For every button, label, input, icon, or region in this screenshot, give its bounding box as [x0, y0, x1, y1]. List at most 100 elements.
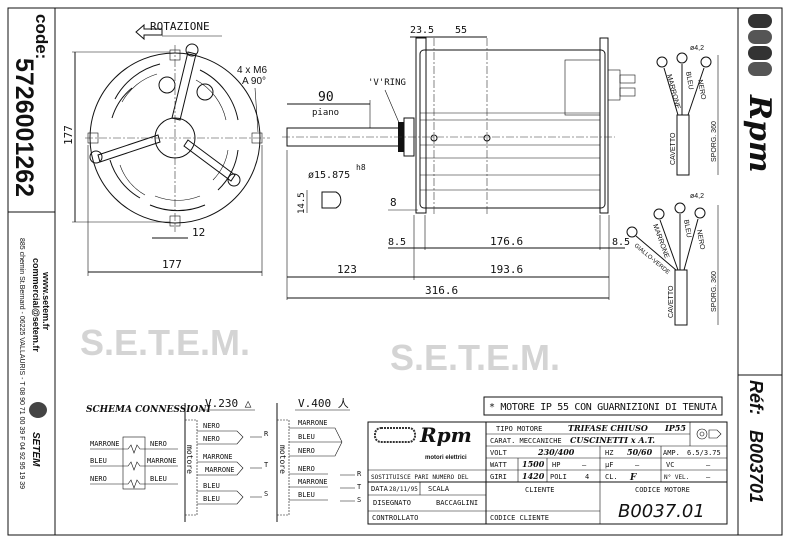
schema-wire: NERO: [150, 440, 167, 448]
dim-123: 123: [337, 263, 357, 276]
website: www.setem.fr: [41, 271, 51, 331]
title-block: Rpm motori elettrici TIPO MOTORE TRIFASE…: [367, 421, 728, 525]
target-icon: [696, 428, 722, 440]
watermarks: S.E.T.E.M. S.E.T.E.M.: [80, 322, 560, 378]
side-view: 23.5 55 90 piano 'V'RING ø15.875 h8 14.5…: [282, 25, 636, 300]
code-value: 5726001262: [10, 58, 38, 197]
setem-brand: SETEM: [30, 432, 41, 467]
schema-wire: MARRONE: [147, 457, 177, 465]
watermark-left: S.E.T.E.M.: [80, 322, 250, 363]
ip-rating: IP55: [664, 423, 686, 433]
motor-code: B0037.01: [618, 501, 705, 522]
flat-dim: 14.5: [297, 192, 307, 214]
holes-line2: A 90°: [242, 76, 266, 87]
note-box: [483, 396, 723, 416]
cl-value: F: [629, 473, 637, 483]
rotation-arrow-icon: [135, 23, 163, 41]
leads-upper: MARRONE BLEU NERO CAVETTO ø4,2 SPORG. 36…: [656, 45, 719, 176]
schema-wire: NERO: [203, 422, 220, 430]
rpm-coil-logo: [748, 14, 772, 76]
schema-wire: MARRONE: [205, 466, 235, 474]
dim-8-5-right: 8.5: [612, 237, 630, 248]
right-strip: Rpm Réf: B003701: [742, 14, 777, 503]
email: commercial@setem.fr: [31, 258, 41, 352]
giri-label: GIRI: [490, 473, 507, 481]
tipo-motore-label: TIPO MOTORE: [496, 425, 542, 433]
scala-label: SCALA: [428, 485, 450, 493]
watt-label: WATT: [490, 461, 508, 469]
watt-value: 1500: [522, 459, 545, 469]
sostituisce-label: SOSTITUISCE PARI NUMERO DEL: [371, 474, 469, 481]
schema-wire: MARRONE: [298, 478, 328, 486]
v230-motor-label: motore: [185, 445, 194, 474]
lead-length: SPORG. 360: [711, 121, 718, 162]
data-value: 28/11/95: [389, 486, 418, 493]
cliente-label: CLIENTE: [525, 486, 555, 494]
rotation-label: ROTAZIONE: [150, 20, 210, 33]
address: 885 chemin St.Bernard - 06225 VALLAURIS …: [18, 238, 25, 489]
codice-motore-label: CODICE MOTORE: [635, 486, 690, 494]
left-strip: code: 5726001262 www.setem.fr commercial…: [10, 14, 51, 489]
vc-value: —: [706, 461, 711, 469]
schema-wire: NERO: [298, 447, 315, 455]
disegnato-value: BACCAGLINI: [436, 499, 478, 507]
volt-value: 230/400: [537, 447, 575, 457]
schema-wire: BLEU: [90, 457, 107, 465]
schema-wire: NERO: [203, 435, 220, 443]
dim-55: 55: [455, 25, 467, 36]
lead-wire: BLEU: [684, 71, 694, 90]
lead-wire: NERO: [696, 79, 707, 101]
foot-dim: 12: [192, 226, 205, 239]
cable-label: CAVETTO: [670, 132, 677, 165]
schema-title: SCHEMA CONNESSIONI: [86, 405, 211, 415]
uf-label: µF: [605, 461, 613, 469]
hz-label: HZ: [605, 449, 613, 457]
uf-value: —: [635, 461, 640, 469]
dim-316-6: 316.6: [425, 284, 458, 297]
rpm-title-logo: Rpm motori elettrici: [374, 423, 472, 461]
data-label: DATA: [371, 485, 389, 493]
disegnato-label: DISEGNATO: [373, 499, 411, 507]
title-logo-sub: motori elettrici: [425, 455, 467, 461]
connection-schema: SCHEMA CONNESSIONI MARRONE BLEU NERO NER…: [86, 397, 362, 522]
schema-wire: BLEU: [203, 495, 220, 503]
lead-length: SPORG. 360: [711, 271, 718, 312]
amp-label: AMP.: [663, 449, 680, 457]
height-dim: 177: [62, 125, 75, 145]
schema-wire: MARRONE: [203, 453, 233, 461]
note-text: * MOTORE IP 55 CON GUARNIZIONI DI TENUTA: [489, 402, 717, 413]
shaft-diameter: ø15.875: [308, 170, 350, 181]
dim-90: 90: [318, 90, 334, 105]
vc-label: VC: [666, 461, 674, 469]
phase-label: S: [357, 496, 361, 504]
shaft-section: [321, 191, 342, 209]
schema-wire: BLEU: [298, 491, 315, 499]
dim-193-6: 193.6: [490, 263, 523, 276]
schema-wire: NERO: [90, 475, 107, 483]
carat-value: CUSCINETTI x A.T.: [570, 435, 655, 445]
schema-wire: BLEU: [298, 433, 315, 441]
dim-23-5: 23.5: [410, 25, 434, 36]
setem-logo-mark: [29, 402, 47, 418]
title-logo-text: Rpm: [419, 423, 472, 447]
shaft-tolerance: h8: [356, 163, 366, 172]
vring-label: 'V'RING: [368, 78, 406, 88]
leads-lower: GIALLO-VERDE MARRONE BLEU NERO CAVETTO ø…: [626, 193, 719, 326]
schema-wire: NERO: [298, 465, 315, 473]
schema-wire: MARRONE: [298, 419, 328, 427]
codice-cliente-label: CODICE CLIENTE: [490, 514, 549, 522]
phase-label: R: [357, 470, 362, 478]
width-dim: 177: [162, 258, 182, 271]
eye-diameter: ø4,2: [690, 45, 704, 52]
controllato-label: CONTROLLATO: [372, 514, 418, 522]
cable-label: CAVETTO: [668, 285, 675, 318]
holes-line1: 4 x M6: [237, 65, 267, 76]
ref-value: B003701: [746, 430, 766, 503]
dim-176-6: 176.6: [490, 235, 523, 248]
lead-wire: MARRONE: [665, 74, 681, 111]
v400-title: V.400 人: [298, 397, 349, 410]
sheet-border: [7, 7, 783, 536]
phase-label: R: [264, 430, 269, 438]
eye-diameter: ø4,2: [690, 193, 704, 200]
